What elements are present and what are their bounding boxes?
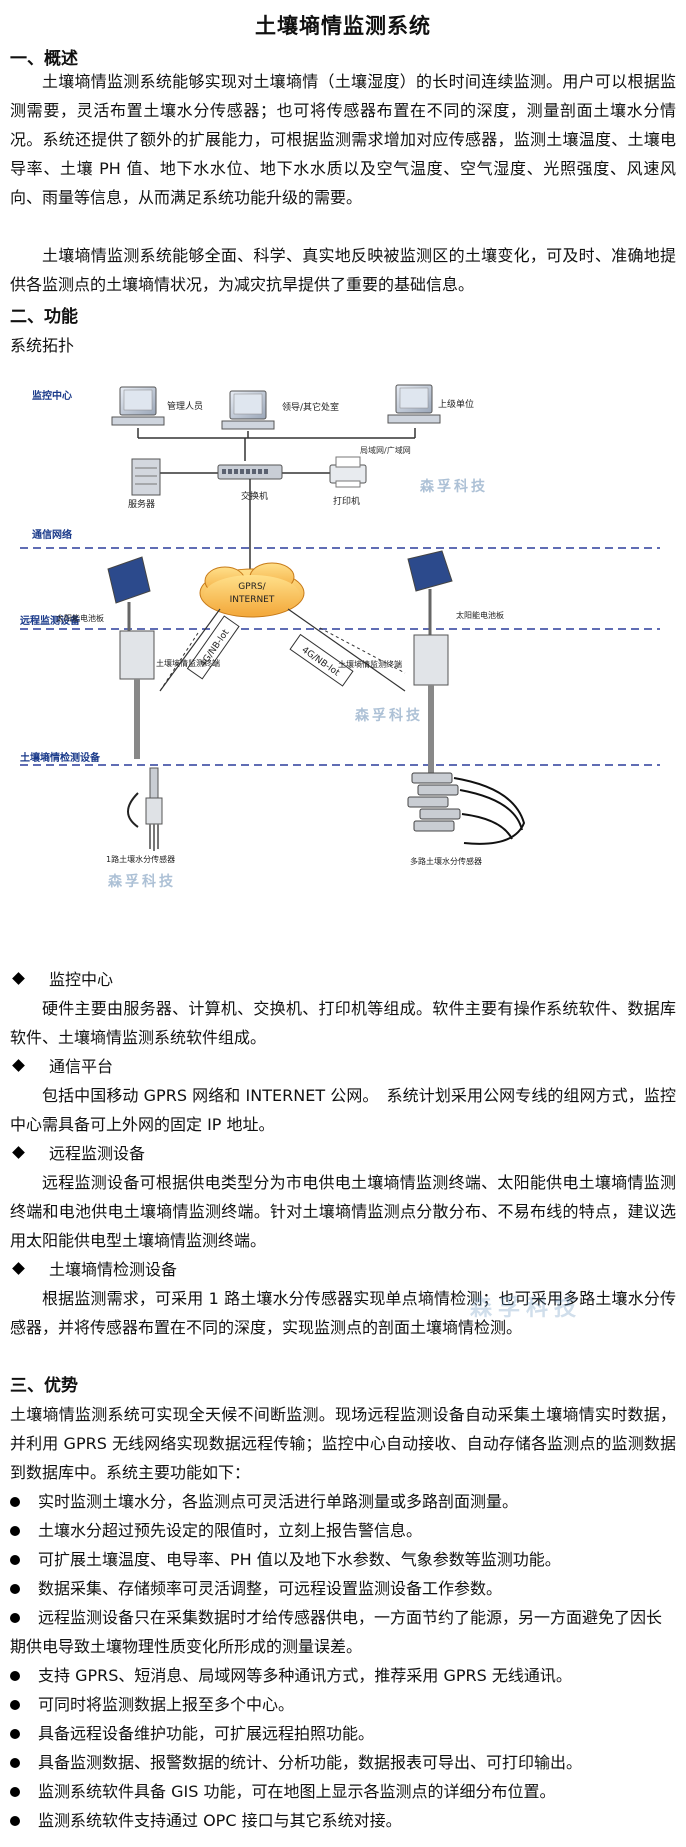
watermark-text: 森孚科技 — [355, 707, 423, 724]
advantage-bullet: 监测系统软件支持通过 OPC 接口与其它系统对接。 — [10, 1806, 676, 1835]
cloud-label-line1: GPRS/ — [238, 582, 266, 592]
label-server: 服务器 — [128, 498, 155, 510]
diamond-bullet-icon — [12, 972, 25, 985]
label-leader: 领导/其它处室 — [282, 401, 339, 413]
advantage-bullet: 土壤水分超过预先设定的限值时，立刻上报告警信息。 — [10, 1516, 676, 1545]
diamond-bullet-icon — [12, 1059, 25, 1072]
watermark-text: 森孚科技 — [470, 1295, 583, 1321]
item-heading-sensor: 土壤墒情检测设备 — [10, 1255, 676, 1284]
cloud-icon — [199, 562, 305, 618]
label-superior: 上级单位 — [438, 398, 474, 410]
bullet-dot-icon — [10, 1670, 20, 1681]
item-text-sensor: 根据监测需求，可采用 1 路土壤水分传感器实现单点墒情检测；也可采用多路土壤水分… — [10, 1289, 676, 1337]
label-sensor-single: 1路土壤水分传感器 — [106, 854, 175, 864]
bullet-dot-icon — [10, 1786, 20, 1797]
bullet-dot-icon — [10, 1525, 20, 1536]
bullet-dot-icon — [10, 1815, 20, 1826]
solar-panel-left-icon — [107, 556, 151, 635]
advantage-bullet: 监测系统软件具备 GIS 功能，可在地图上显示各监测点的详细分布位置。 — [10, 1777, 676, 1806]
item-heading-monitor: 监控中心 — [10, 965, 676, 994]
advantage-bullet: 可扩展土壤温度、电导率、PH 值以及地下水参数、气象参数等监测功能。 — [10, 1545, 676, 1574]
label-admin: 管理人员 — [167, 400, 203, 412]
advantage-bullet: 实时监测土壤水分，各监测点可灵活进行单路测量或多路剖面测量。 — [10, 1487, 676, 1516]
label-printer: 打印机 — [333, 495, 360, 507]
system-topology-diagram: 监控中心 通信网络 远程监测设备 土壤墒情检测设备 局域网/广域网 管理人员 领… — [20, 384, 660, 890]
bullet-dot-icon — [10, 1554, 20, 1565]
bullet-dot-icon — [10, 1699, 20, 1710]
bullet-dot-icon — [10, 1496, 20, 1507]
page-title: 土壤墒情监测系统 — [255, 14, 431, 38]
watermark-text: 森孚科技 — [420, 478, 488, 495]
diamond-bullet-icon — [12, 1146, 25, 1159]
section-heading-overview: 一、概述 — [10, 49, 78, 69]
label-sensor-multi: 多路土壤水分传感器 — [410, 856, 482, 866]
bullet-dot-icon — [10, 1757, 20, 1768]
advantage-bullet: 远程监测设备只在采集数据时才给传感器供电，一方面节约了能源，另一方面避免了因长期… — [10, 1608, 663, 1656]
switch-icon — [217, 464, 283, 480]
section-heading-advantage: 三、优势 — [10, 1376, 78, 1396]
printer-icon — [329, 456, 367, 488]
overview-paragraph-1: 土壤墒情监测系统能够实现对土壤墒情（土壤湿度）的长时间连续监测。用户可以根据监测… — [10, 72, 676, 207]
terminal-right-icon — [413, 634, 449, 775]
advantage-bullet: 具备远程设备维护功能，可扩展远程拍照功能。 — [10, 1719, 676, 1748]
item-text-remote: 远程监测设备可根据供电类型分为市电供电土壤墒情监测终端、太阳能供电土壤墒情监测终… — [10, 1173, 676, 1250]
bullet-dot-icon — [10, 1583, 20, 1594]
computer-admin-icon — [111, 386, 165, 426]
terminal-left-icon — [119, 630, 155, 759]
solar-panel-right-icon — [407, 550, 453, 635]
label-solar-right: 太阳能电池板 — [456, 610, 504, 620]
cloud-label-line2: INTERNET — [230, 595, 275, 605]
layer-label-network: 通信网络 — [32, 528, 72, 541]
item-heading-network: 通信平台 — [10, 1052, 676, 1081]
advantage-bullet: 具备监测数据、报警数据的统计、分析功能，数据报表可导出、可打印输出。 — [10, 1748, 676, 1777]
layer-label-remote: 远程监测设备 — [20, 614, 81, 627]
sensor-multi-icon — [407, 772, 526, 845]
overview-paragraph-2: 土壤墒情监测系统能够全面、科学、真实地反映被监测区的土壤变化，可及时、准确地提供… — [10, 246, 676, 294]
computer-superior-icon — [387, 384, 441, 424]
diamond-bullet-icon — [12, 1262, 25, 1275]
item-text-monitor: 硬件主要由服务器、计算机、交换机、打印机等组成。软件主要有操作系统软件、数据库软… — [10, 999, 676, 1047]
layer-label-sensor: 土壤墒情检测设备 — [20, 751, 101, 764]
watermark-text: 森孚科技 — [108, 873, 176, 890]
item-text-network: 包括中国移动 GPRS 网络和 INTERNET 公网。 系统计划采用公网专线的… — [10, 1086, 676, 1134]
advantage-bullet: 数据采集、存储频率可灵活调整，可远程设置监测设备工作参数。 — [10, 1574, 676, 1603]
link-tag-left: 4G/NB-lot — [186, 615, 240, 680]
advantage-intro: 土壤墒情监测系统可实现全天候不间断监测。现场远程监测设备自动采集土壤墒情实时数据… — [10, 1405, 676, 1482]
topology-label: 系统拓扑 — [10, 336, 75, 355]
bullet-dot-icon — [10, 1612, 20, 1623]
item-heading-remote: 远程监测设备 — [10, 1139, 676, 1168]
advantage-bullet: 支持 GPRS、短消息、局域网等多种通讯方式，推荐采用 GPRS 无线通讯。 — [10, 1661, 676, 1690]
label-terminal-right: 土壤墒情监测终端 — [338, 659, 402, 669]
server-icon — [131, 458, 161, 496]
section-heading-function: 二、功能 — [10, 307, 78, 327]
bullet-dot-icon — [10, 1728, 20, 1739]
sensor-single-icon — [127, 767, 163, 851]
label-switch: 交换机 — [241, 490, 268, 502]
layer-label-monitor: 监控中心 — [32, 389, 72, 402]
label-solar-left: 太阳能电池板 — [56, 613, 104, 623]
computer-leader-icon — [221, 390, 275, 430]
advantage-bullet: 可同时将监测数据上报至多个中心。 — [10, 1690, 676, 1719]
label-terminal-left: 土壤墒情监测终端 — [156, 658, 220, 668]
lan-label: 局域网/广域网 — [360, 445, 411, 455]
